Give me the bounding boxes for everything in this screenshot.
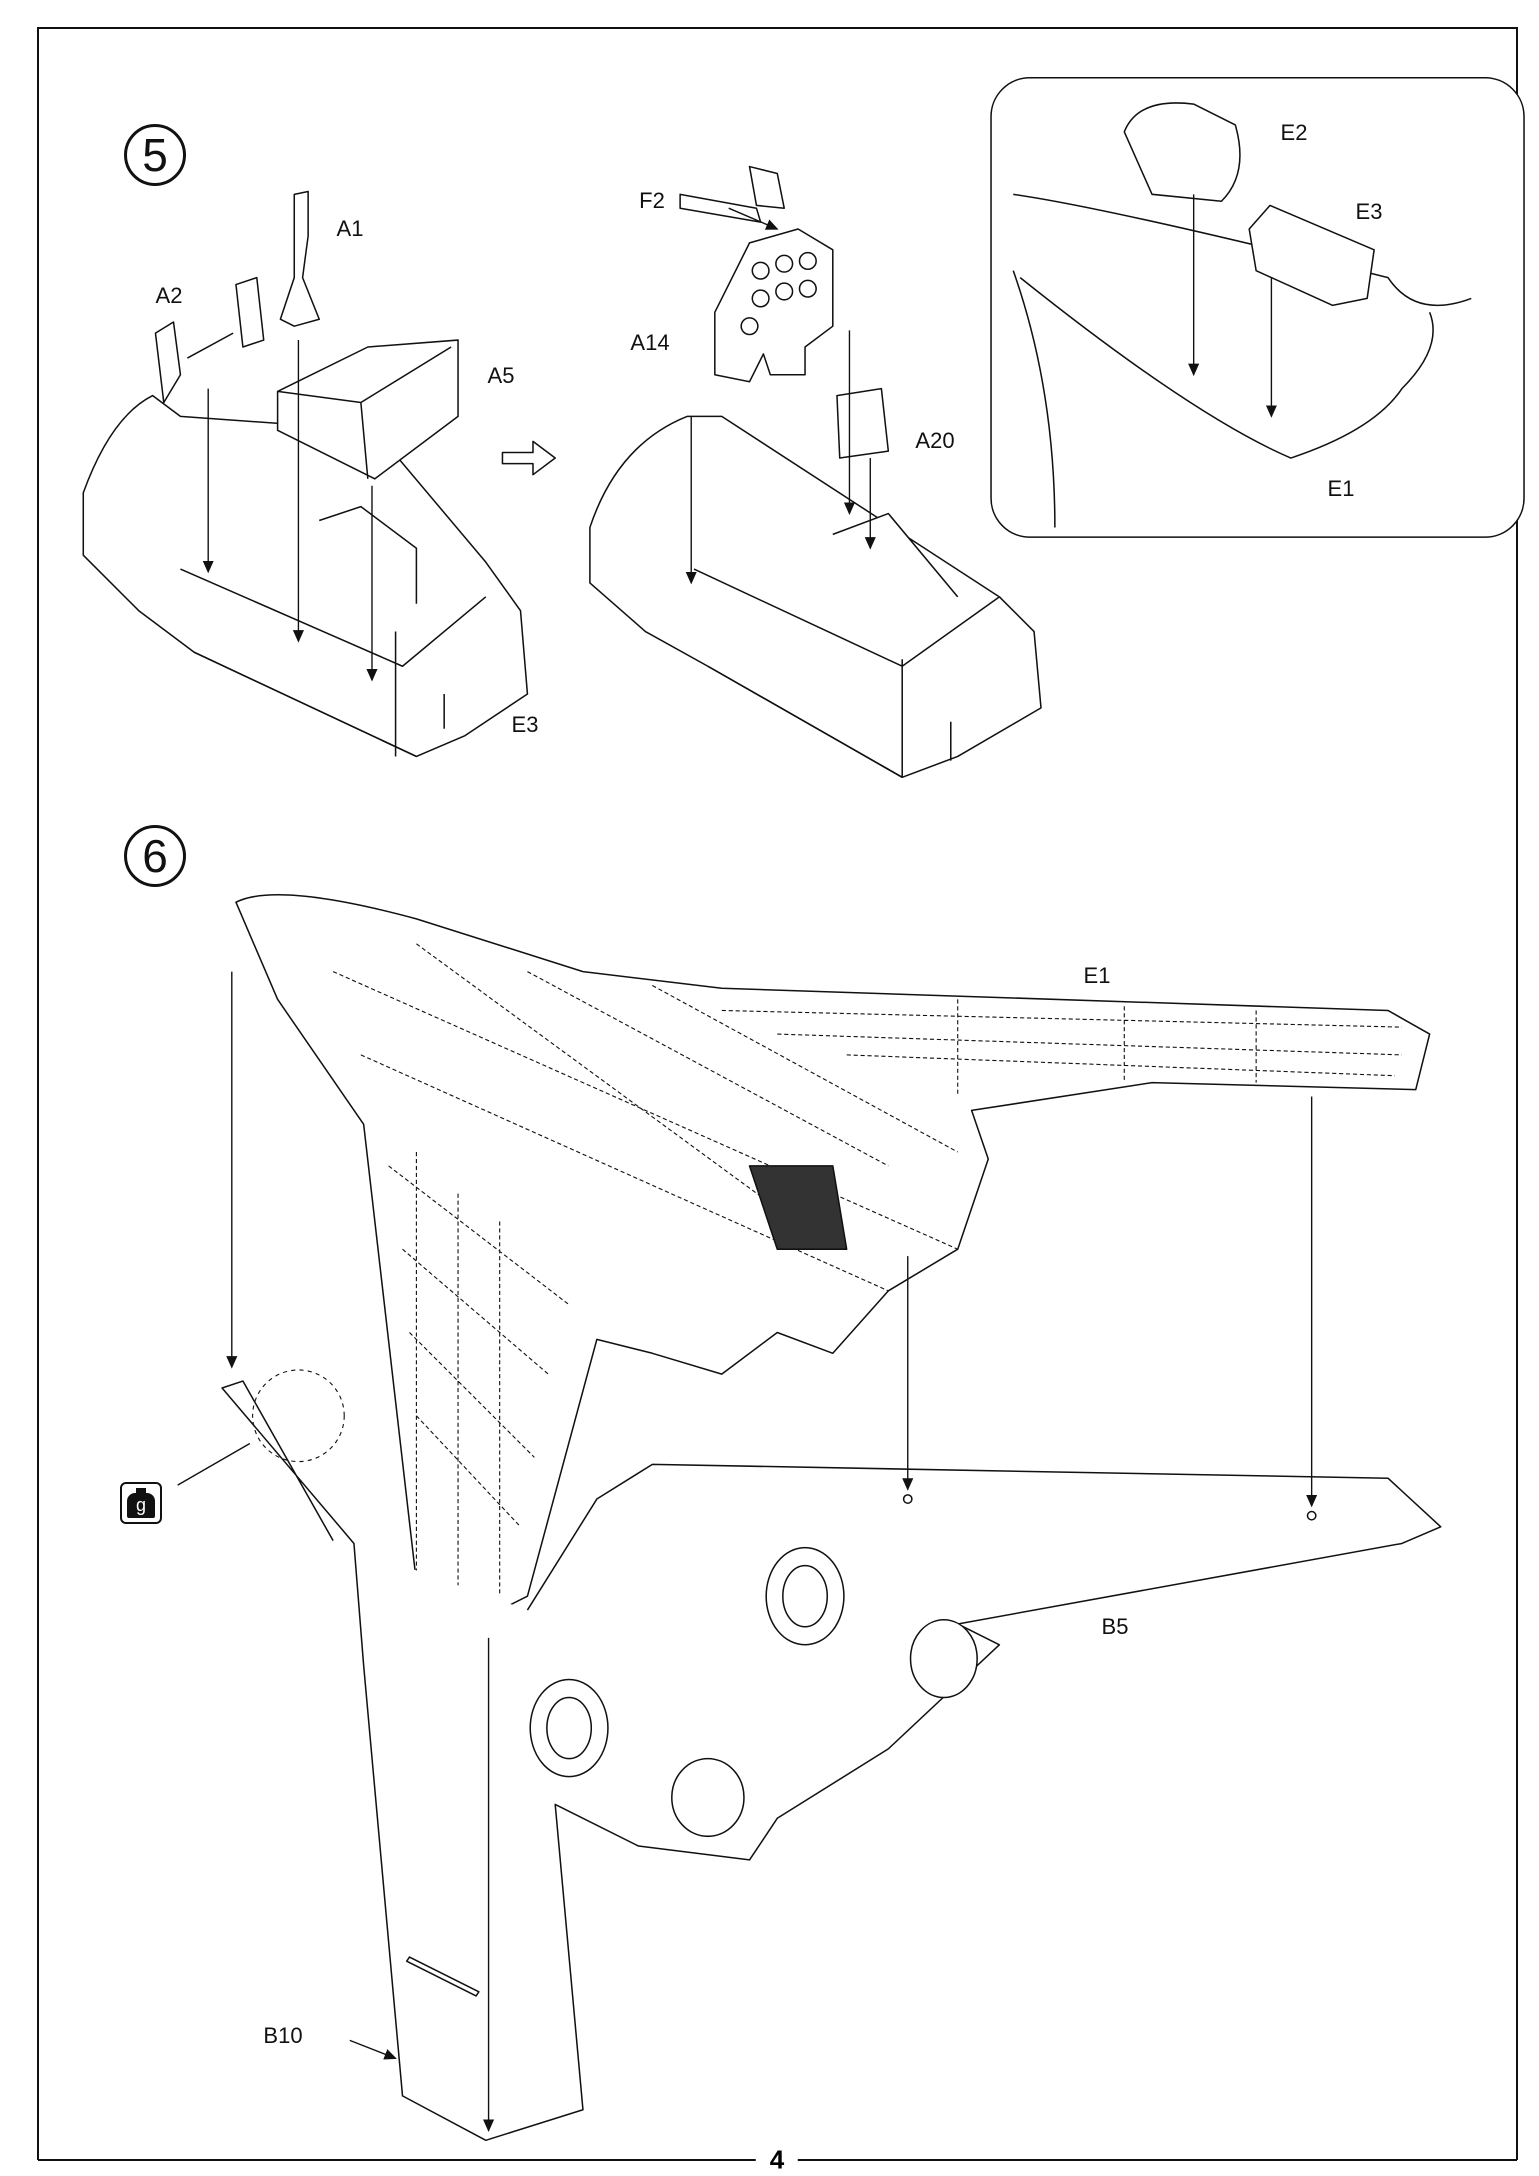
- label-a5: A5: [487, 363, 515, 388]
- part-f2: [679, 165, 785, 223]
- step-6-number: 6: [124, 825, 186, 887]
- step-5-number: 5: [124, 124, 186, 186]
- label-a20: A20: [915, 428, 955, 453]
- label-a2: A2: [155, 283, 183, 308]
- part-e3-inset: [1248, 204, 1375, 307]
- inset-label-e3: E3: [1355, 199, 1383, 224]
- label-b10: B10: [263, 2023, 303, 2048]
- part-a1: [279, 190, 321, 327]
- page-number: 4: [755, 2144, 799, 2176]
- label-b5: B5: [1101, 1614, 1129, 1639]
- lower-fuselage-b5: [221, 1380, 1442, 2142]
- label-a1: A1: [336, 216, 364, 241]
- inset-label-e2: E2: [1280, 120, 1308, 145]
- part-b10: [405, 1956, 480, 1997]
- next-step-arrow: [501, 440, 556, 476]
- label-e1: E1: [1083, 963, 1111, 988]
- inset-label-e1: E1: [1327, 476, 1355, 501]
- part-a20: [836, 387, 890, 459]
- weight-location-callout: [252, 1369, 345, 1463]
- weight-icon: g: [120, 1482, 162, 1524]
- cockpit-tub-e3-left: [82, 339, 529, 758]
- weight-knob: [136, 1488, 146, 1494]
- weight-icon-label: g: [127, 1493, 155, 1518]
- label-a14: A14: [630, 330, 670, 355]
- detail-inset: [990, 76, 1525, 538]
- label-e3: E3: [511, 712, 539, 737]
- cockpit-tub-e3-right: [589, 415, 1042, 779]
- part-e2: [1123, 102, 1241, 203]
- part-a14-instrument-panel: [714, 228, 834, 383]
- part-a2: [154, 276, 265, 404]
- upper-fuselage-e1: [235, 894, 1431, 1618]
- label-f2: F2: [639, 188, 665, 213]
